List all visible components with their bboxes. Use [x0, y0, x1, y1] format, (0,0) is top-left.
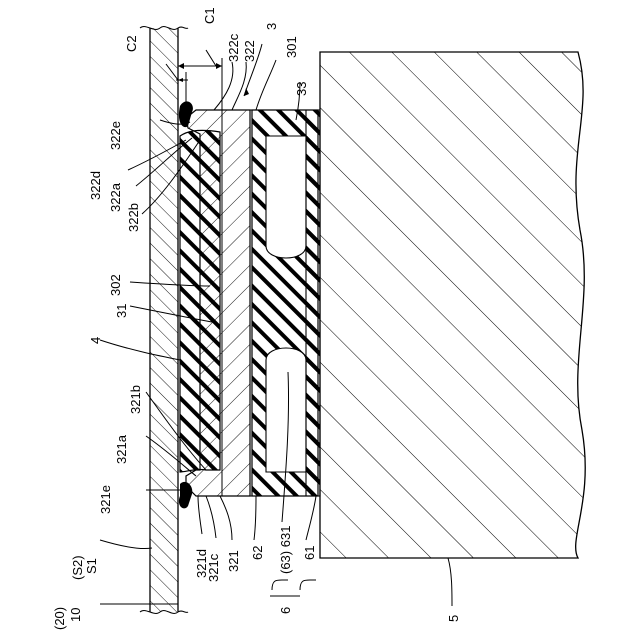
- label-c2: C2: [124, 35, 139, 52]
- gasket-6: [250, 110, 320, 496]
- label-322e: 322e: [108, 121, 123, 150]
- label-322c: 322c: [226, 33, 241, 62]
- label-322a: 322a: [108, 182, 123, 212]
- label-62: 62: [250, 546, 265, 560]
- label-322d: 322d: [88, 171, 103, 200]
- label-5: 5: [446, 615, 461, 622]
- label-s2: (S2): [70, 555, 85, 580]
- label-302: 302: [108, 274, 123, 296]
- label-321b: 321b: [128, 385, 143, 414]
- label-322: 322: [242, 40, 257, 62]
- label-322b: 322b: [126, 203, 141, 232]
- label-321c: 321c: [206, 553, 221, 582]
- label-4: 4: [88, 337, 103, 344]
- label-3: 3: [264, 23, 279, 30]
- label-6: 6: [278, 607, 293, 614]
- label-321: 321: [226, 550, 241, 572]
- lip-321e: [179, 482, 192, 508]
- block-5: [320, 52, 585, 558]
- label-321a: 321a: [114, 434, 129, 464]
- label-63-631: (63) 631: [278, 526, 293, 574]
- label-10: 10: [68, 608, 83, 622]
- label-33: 33: [294, 82, 309, 96]
- label-301: 301: [284, 36, 299, 58]
- label-61: 61: [302, 546, 317, 560]
- label-c1: C1: [202, 7, 217, 24]
- seal-4: [180, 130, 220, 472]
- label-s1: S1: [84, 558, 99, 574]
- label-321e: 321e: [98, 485, 113, 514]
- label-31: 31: [114, 304, 129, 318]
- label-20: (20): [52, 607, 67, 630]
